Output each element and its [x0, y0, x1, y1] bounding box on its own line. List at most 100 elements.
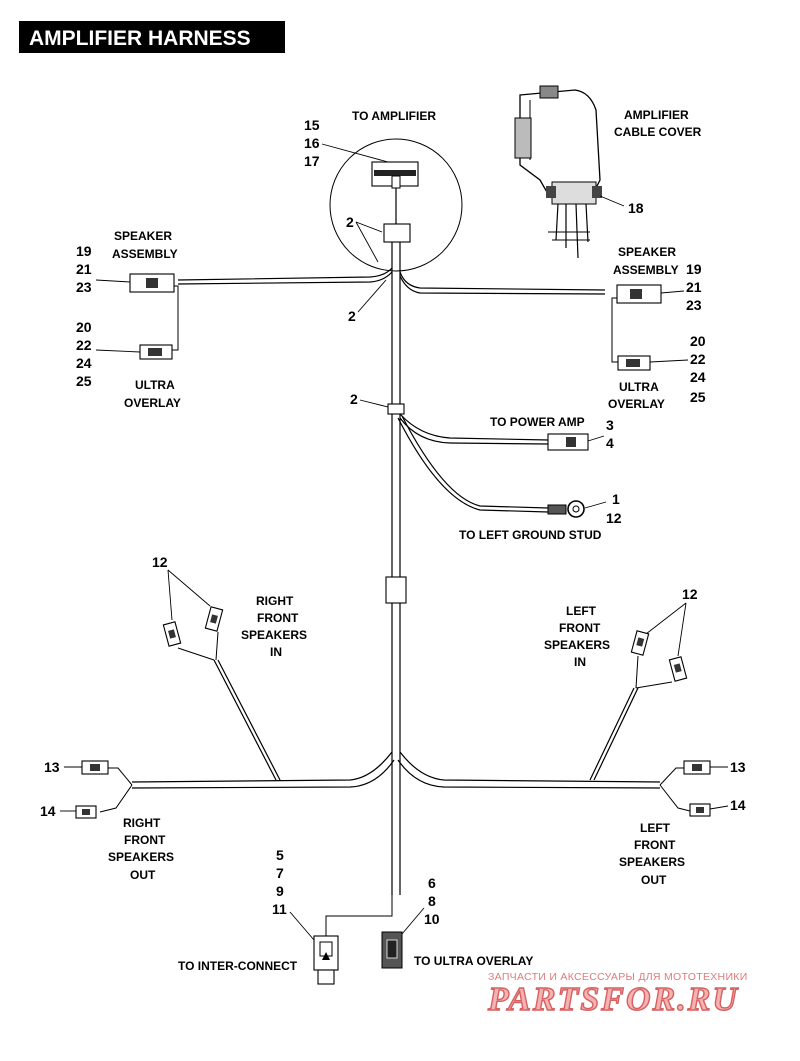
- label-ultra-overlay-right-1: ULTRA: [619, 380, 659, 394]
- left-front-speakers-in-connectors: [630, 630, 688, 689]
- callout-12-right-front-in: 12: [152, 554, 168, 570]
- label-speaker-assembly-right-2: ASSEMBLY: [613, 263, 679, 277]
- label-speaker-assembly-left-2: ASSEMBLY: [112, 247, 178, 261]
- label-rf-in-4: IN: [270, 645, 282, 659]
- label-lf-out-3: SPEAKERS: [619, 855, 685, 869]
- right-speaker-assembly-connector: [616, 284, 662, 304]
- label-to-power-amp: TO POWER AMP: [490, 415, 585, 429]
- callout-r20: 20: [690, 333, 706, 349]
- label-ultra-overlay-left-2: OVERLAY: [124, 396, 181, 410]
- ultra-overlay-bottom-connector: [381, 931, 403, 969]
- harness-clip: [387, 403, 405, 415]
- callout-r19: 19: [686, 261, 702, 277]
- wire-to-power-amp: [399, 413, 549, 441]
- amplifier-connector: [371, 161, 419, 243]
- callout-11: 11: [272, 901, 287, 917]
- label-to-amplifier: TO AMPLIFIER: [352, 109, 436, 123]
- label-lf-in-3: SPEAKERS: [544, 638, 610, 652]
- callout-2-middle: 2: [348, 308, 356, 324]
- label-rf-in-3: SPEAKERS: [241, 628, 307, 642]
- label-lf-out-2: FRONT: [634, 838, 676, 852]
- wire-right-front-in: [213, 659, 277, 781]
- ground-ring-terminal: [547, 500, 585, 518]
- watermark-tagline: ЗАПЧАСТИ И АКСЕССУАРЫ ДЛЯ МОТОТЕХНИКИ: [488, 971, 748, 983]
- wire-inter-connect: [325, 895, 393, 936]
- callout-2-lower: 2: [350, 391, 358, 407]
- label-to-inter-connect: TO INTER-CONNECT: [178, 959, 298, 973]
- callout-r21: 21: [686, 279, 702, 295]
- label-lf-out-1: LEFT: [640, 821, 671, 835]
- label-rf-out-1: RIGHT: [123, 816, 161, 830]
- inter-connect-connector: [313, 935, 339, 985]
- callout-7: 7: [276, 865, 284, 881]
- main-harness-trunk: [385, 242, 407, 895]
- label-lf-in-1: LEFT: [566, 604, 597, 618]
- callout-12: 12: [606, 510, 622, 526]
- callout-12-left-front-in: 12: [682, 586, 698, 602]
- label-amp-cable-cover-2: CABLE COVER: [614, 125, 702, 139]
- callout-3: 3: [606, 417, 614, 433]
- callout-r25: 25: [690, 389, 706, 405]
- callout-17: 17: [304, 153, 320, 169]
- callout-13-left: 13: [44, 759, 60, 775]
- label-amp-cable-cover-1: AMPLIFIER: [624, 108, 689, 122]
- callout-14-left: 14: [40, 803, 56, 819]
- callout-13-right: 13: [730, 759, 746, 775]
- wire-horizontal-left: [399, 751, 661, 783]
- right-front-speakers-in-connectors: [162, 606, 224, 661]
- callout-14-right: 14: [730, 797, 746, 813]
- label-rf-out-2: FRONT: [124, 833, 166, 847]
- callout-l24: 24: [76, 355, 92, 371]
- callout-l21: 21: [76, 261, 92, 277]
- callout-1: 1: [612, 491, 620, 507]
- label-ultra-overlay-right-2: OVERLAY: [608, 397, 665, 411]
- page-title: AMPLIFIER HARNESS: [29, 27, 251, 50]
- callout-l25: 25: [76, 373, 92, 389]
- label-rf-in-2: FRONT: [257, 611, 299, 625]
- wire-left-speaker: [177, 267, 393, 281]
- label-speaker-assembly-left-1: SPEAKER: [114, 229, 172, 243]
- callout-l20: 20: [76, 319, 92, 335]
- label-rf-in-1: RIGHT: [256, 594, 294, 608]
- left-ultra-overlay-connector: [139, 344, 173, 360]
- label-speaker-assembly-right-1: SPEAKER: [618, 245, 676, 259]
- watermark-brand: PARTSFOR.RU: [487, 981, 739, 1018]
- label-to-ultra-overlay: TO ULTRA OVERLAY: [414, 954, 533, 968]
- label-lf-in-4: IN: [574, 655, 586, 669]
- callout-15: 15: [304, 117, 320, 133]
- right-ultra-overlay-connector: [617, 355, 651, 371]
- right-front-speakers-out-connectors: [75, 760, 109, 819]
- callout-l19: 19: [76, 243, 92, 259]
- callout-18: 18: [628, 200, 644, 216]
- wire-left-front-in: [589, 687, 635, 781]
- callout-r22: 22: [690, 351, 706, 367]
- amplifier-detail-circle: [329, 138, 463, 272]
- label-rf-out-3: SPEAKERS: [108, 850, 174, 864]
- callout-r24: 24: [690, 369, 706, 385]
- label-rf-out-4: OUT: [130, 868, 156, 882]
- left-front-speakers-out-connectors: [683, 760, 711, 817]
- power-amp-connector: [547, 433, 589, 451]
- callout-16: 16: [304, 135, 320, 151]
- callout-r23: 23: [686, 297, 702, 313]
- wire-to-ground-stud: [397, 417, 549, 513]
- callout-5: 5: [276, 847, 284, 863]
- label-lf-out-4: OUT: [641, 873, 667, 887]
- wire-right-speaker: [399, 271, 606, 291]
- callout-6: 6: [428, 875, 436, 891]
- left-speaker-assembly-connector: [129, 273, 175, 293]
- label-ultra-overlay-left-1: ULTRA: [135, 378, 175, 392]
- callout-l23: 23: [76, 279, 92, 295]
- callout-10: 10: [424, 911, 440, 927]
- label-to-left-ground-stud: TO LEFT GROUND STUD: [459, 528, 602, 542]
- callout-l22: 22: [76, 337, 92, 353]
- title-banner: [19, 21, 285, 53]
- callout-2-top: 2: [346, 214, 354, 230]
- amplifier-cable-cover-illustration: [514, 85, 602, 259]
- callout-4: 4: [606, 435, 614, 451]
- wire-horizontal-right: [131, 751, 393, 783]
- callout-9: 9: [276, 883, 284, 899]
- label-lf-in-2: FRONT: [559, 621, 601, 635]
- callout-8: 8: [428, 893, 436, 909]
